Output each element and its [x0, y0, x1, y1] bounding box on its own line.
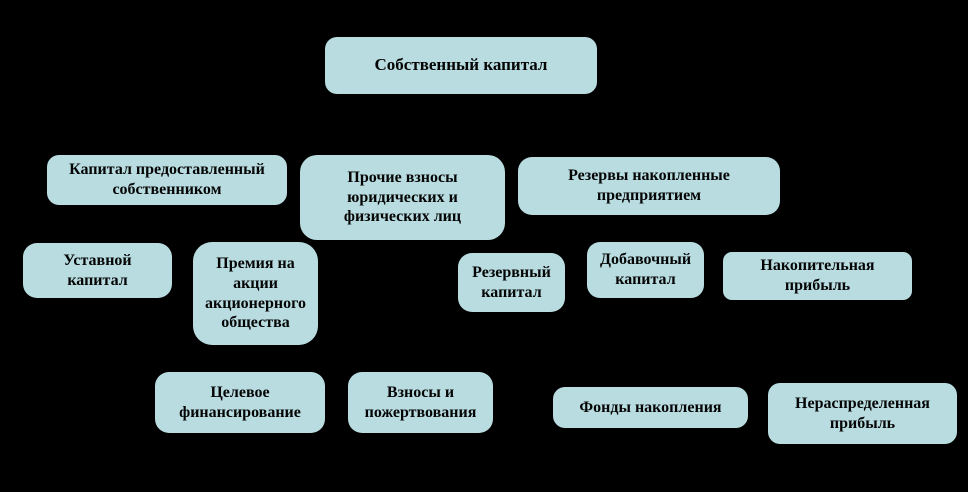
node-targeted-financing: Целевое финансирование [155, 372, 325, 433]
node-owner-provided-capital: Капитал предоставленный собственником [47, 155, 287, 205]
node-share-premium: Премия на акции акционерного общества [193, 242, 318, 345]
node-contributions-donations: Взносы и пожертвования [348, 372, 493, 433]
node-authorized-capital: Уставной капитал [23, 243, 172, 298]
node-accumulation-funds: Фонды накопления [553, 387, 748, 428]
node-retained-earnings: Нераспределенная прибыль [768, 383, 957, 444]
node-reserve-capital: Резервный капитал [458, 253, 565, 312]
node-equity-capital: Собственный капитал [325, 37, 597, 94]
node-other-contributions: Прочие взносы юридических и физических л… [300, 155, 505, 240]
node-additional-capital: Добавочный капитал [587, 242, 704, 298]
node-accumulated-reserves: Резервы накопленные предприятием [518, 157, 780, 215]
node-accumulated-profit: Накопительная прибыль [723, 252, 912, 300]
